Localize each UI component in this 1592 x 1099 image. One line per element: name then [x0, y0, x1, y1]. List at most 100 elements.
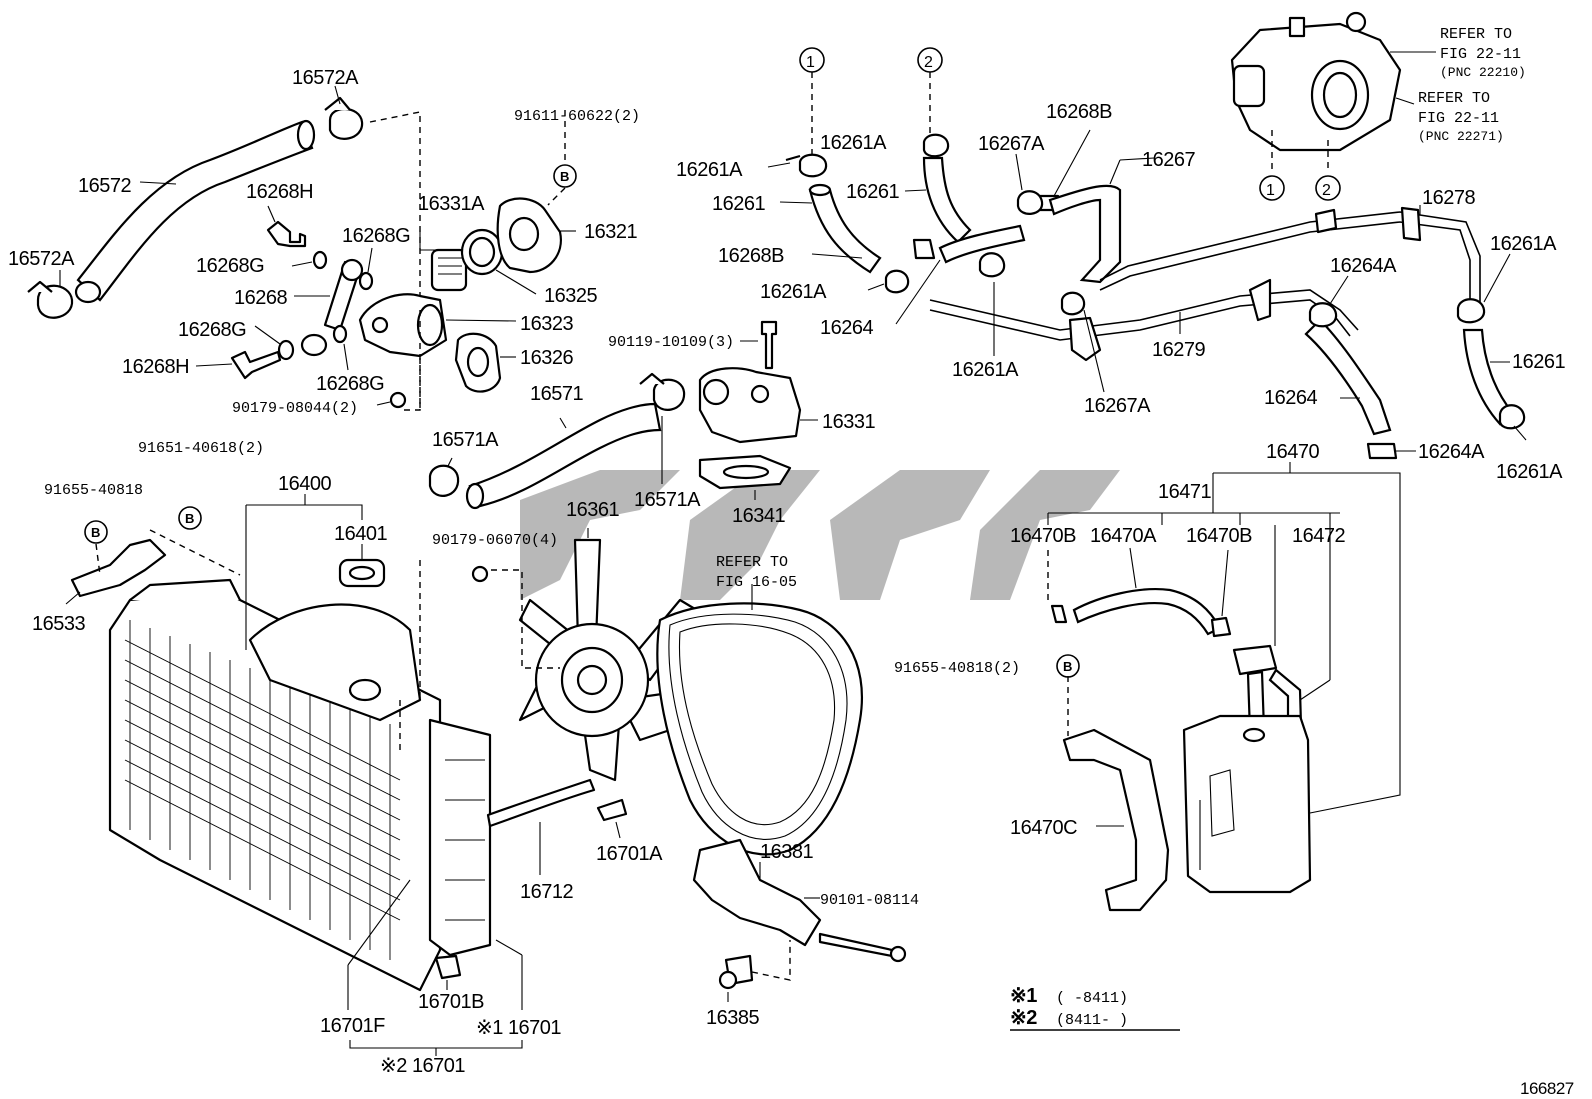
part-number-label: ※1 16701 [476, 1017, 561, 1039]
refer-fig-16-05-line1: REFER TO [716, 554, 788, 571]
circled-b-marker: B [91, 525, 100, 540]
circled-b-marker: B [185, 511, 194, 526]
part-number-label: 16341 [732, 505, 785, 527]
part-number-label: 16261 [1512, 351, 1565, 373]
part-number-label: 16264A [1330, 255, 1397, 277]
part-number-label: 16261A [760, 281, 827, 303]
circled-two-marker: 2 [1322, 182, 1331, 199]
part-number-label: 16326 [520, 347, 573, 369]
part-number-label: 16571A [634, 489, 701, 511]
part-number-label: 16470B [1010, 525, 1076, 547]
part-number-label: 16701B [418, 991, 484, 1013]
part-number-label: 90179-06070(4) [432, 532, 558, 549]
part-number-label: 16268G [316, 373, 384, 395]
part-number-label: 91655-40818 [44, 482, 143, 499]
svg-text:FIG 22-11: FIG 22-11 [1440, 46, 1521, 63]
svg-text:(PNC 22271): (PNC 22271) [1418, 129, 1504, 144]
part-number-label: 16321 [584, 221, 637, 243]
part-number-label: 90119-10109(3) [608, 334, 734, 351]
part-number-label: ※2 16701 [380, 1055, 465, 1077]
lower-hose-fan-group [399, 320, 907, 1002]
svg-text:REFER TO: REFER TO [1418, 90, 1490, 107]
part-number-label: 16268H [122, 356, 189, 378]
part-number-label: 16381 [760, 841, 813, 863]
part-number-label: 16401 [334, 523, 387, 545]
part-number-label: 16267A [978, 133, 1045, 155]
legend-range-1: ( -8411) [1056, 990, 1128, 1007]
svg-text:(PNC 22210): (PNC 22210) [1440, 65, 1526, 80]
thermostat-water-outlet-group [358, 110, 577, 411]
circled-two-marker: 2 [924, 54, 933, 71]
part-number-label: 91651-40618(2) [138, 440, 264, 457]
bypass-pipe-group [195, 205, 374, 380]
part-number-label: 16470C [1010, 817, 1077, 839]
part-number-label: 16261A [676, 159, 743, 181]
part-number-label: 16278 [1422, 187, 1475, 209]
refer-fig-22-11-pnc-22210: REFER TO FIG 22-11 (PNC 22210) [1440, 26, 1526, 80]
part-number-label: 16268B [1046, 101, 1112, 123]
part-number-label: 16268G [196, 255, 264, 277]
part-number-label: 16261 [846, 181, 899, 203]
part-number-label: 16261A [820, 132, 887, 154]
circled-b-marker: B [1063, 659, 1072, 674]
part-number-label: 16572A [8, 248, 75, 270]
part-number-label: 16268 [234, 287, 287, 309]
part-number-label: 16472 [1292, 525, 1345, 547]
part-number-label: 16331A [418, 193, 485, 215]
part-number-label: 16701F [320, 1015, 385, 1037]
part-number-label: 16712 [520, 881, 573, 903]
part-number-label: 16572A [292, 67, 359, 89]
part-number-label: 16470A [1090, 525, 1157, 547]
part-number-label: 16268H [246, 181, 313, 203]
part-number-label: 16261 [712, 193, 765, 215]
part-number-label: 16264A [1418, 441, 1485, 463]
part-number-label: 16331 [822, 411, 875, 433]
circled-markers: 1 2 1 2 B B B B [91, 54, 1332, 674]
part-number-label: 16571A [432, 429, 499, 451]
refer-fig-16-05-line2: FIG 16-05 [716, 574, 797, 591]
part-number-label: 16261A [952, 359, 1019, 381]
part-number-label: 16323 [520, 313, 573, 335]
part-number-label: 16533 [32, 613, 85, 635]
part-number-label: 16361 [566, 499, 619, 521]
part-number-label: 16268B [718, 245, 784, 267]
part-number-label: 90179-08044(2) [232, 400, 358, 417]
watermark-logo [520, 470, 1120, 600]
heater-hose-group [767, 11, 1527, 460]
part-number-label: 16470B [1186, 525, 1252, 547]
part-number-label: 91611-60622(2) [514, 108, 640, 125]
part-number-label: 16470 [1266, 441, 1319, 463]
svg-text:FIG 22-11: FIG 22-11 [1418, 110, 1499, 127]
part-labels: 16572A 16572 16572A 16268H 16268G 16268G… [8, 67, 1566, 1077]
part-number-label: 16267 [1142, 149, 1195, 171]
part-number-label: 91655-40818(2) [894, 660, 1020, 677]
part-number-label: 16268G [178, 319, 246, 341]
part-number-label: 16279 [1152, 339, 1205, 361]
part-number-label: 16268G [342, 225, 410, 247]
legend-mark-2: ※2 [1010, 1007, 1037, 1029]
refer-fig-22-11-pnc-22271: REFER TO FIG 22-11 (PNC 22271) [1418, 90, 1504, 144]
part-number-label: 16572 [78, 175, 131, 197]
legend-mark-1: ※1 [1010, 985, 1037, 1007]
part-number-label: 16400 [278, 473, 331, 495]
circled-b-marker: B [560, 169, 569, 184]
radiator-assembly [65, 494, 523, 1056]
part-number-label: 16267A [1084, 395, 1151, 417]
svg-text:REFER TO: REFER TO [1440, 26, 1512, 43]
part-number-label: 16264 [1264, 387, 1317, 409]
circled-one-marker: 1 [1266, 182, 1275, 199]
diagram-id: 166827 [1520, 1079, 1574, 1098]
part-number-label: 16264 [820, 317, 873, 339]
upper-radiator-hose-group [27, 85, 421, 410]
part-number-label: 16471 [1158, 481, 1211, 503]
circled-one-marker: 1 [806, 54, 815, 71]
legend-text: ※1 ( -8411) ※2 (8411- ) [1010, 985, 1128, 1029]
part-number-label: 16385 [706, 1007, 759, 1029]
reservoir-group [1047, 462, 1401, 912]
part-number-label: 90101-08114 [820, 892, 919, 909]
part-number-label: 16261A [1490, 233, 1557, 255]
throttle-body [1230, 11, 1436, 152]
part-number-label: 16571 [530, 383, 583, 405]
part-number-label: 16325 [544, 285, 597, 307]
